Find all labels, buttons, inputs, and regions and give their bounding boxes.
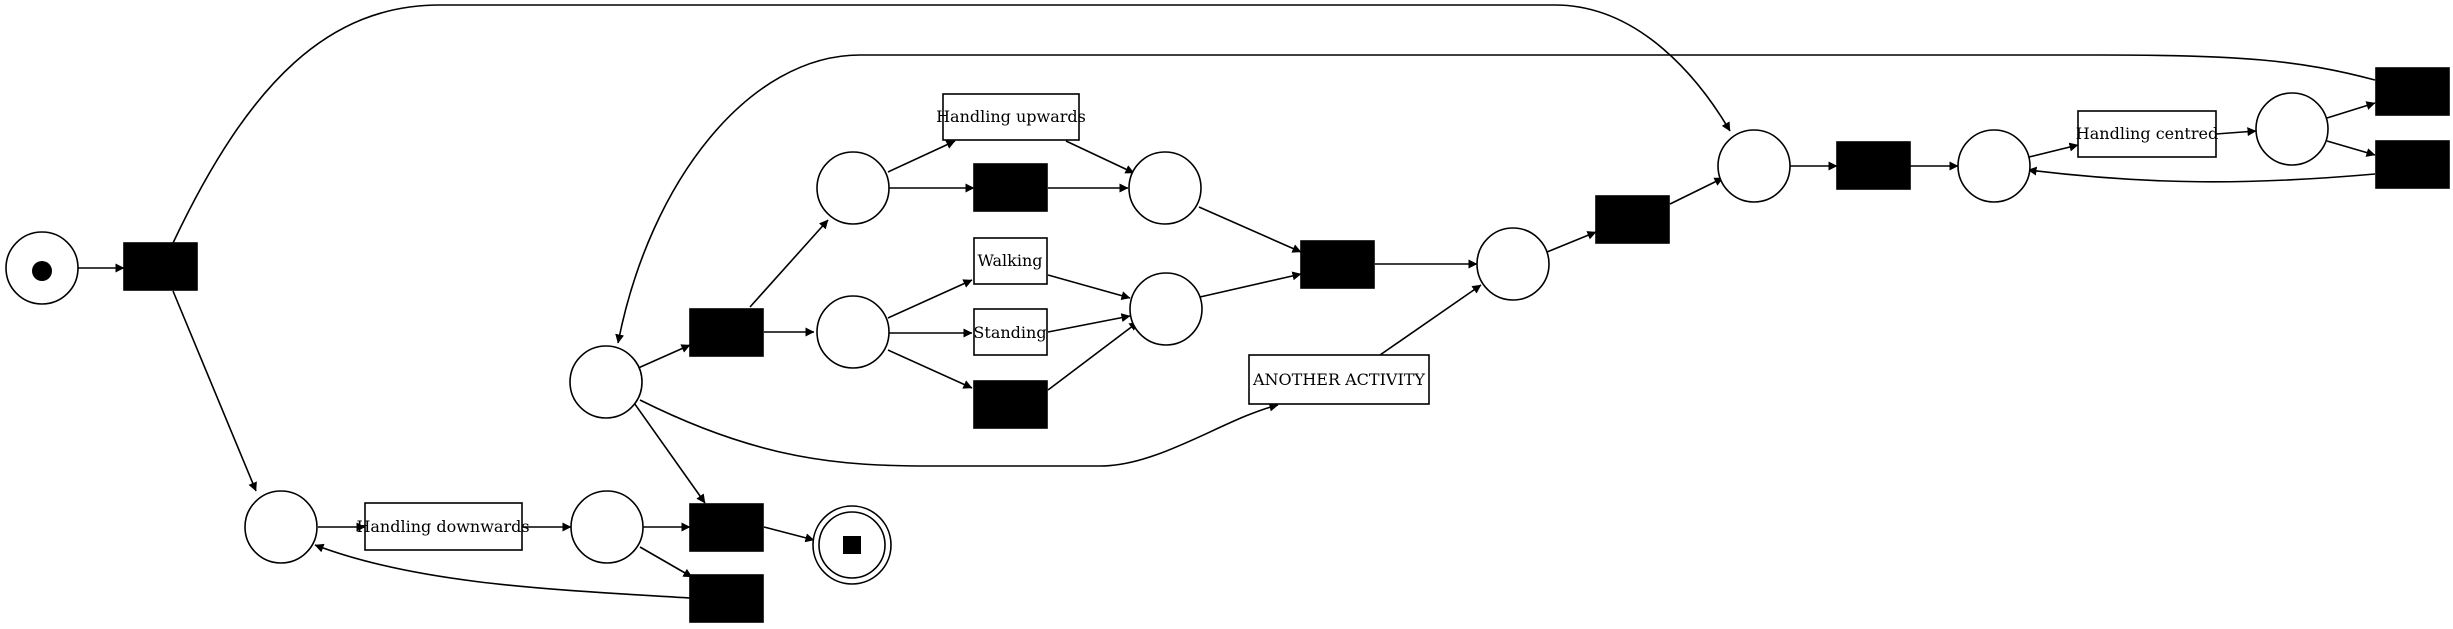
arc-p-b-to-walking <box>887 279 973 319</box>
silent-transitions <box>123 67 2450 623</box>
place-branch-b <box>816 295 890 369</box>
silent-transition-branch-a <box>973 163 1048 212</box>
transition-another-activity <box>1248 354 1430 405</box>
transition-handling-downwards <box>364 502 523 551</box>
place-after-downwards <box>570 490 644 564</box>
sink-square-icon <box>843 536 861 554</box>
arc-t-loop-to-p-down <box>314 543 691 599</box>
transition-label: Walking <box>977 251 1042 270</box>
place-centred-loop <box>1957 129 2031 203</box>
silent-transition-g <box>1595 195 1670 244</box>
transition-label: ANOTHER ACTIVITY <box>1252 370 1425 389</box>
silent-transition-end-top <box>2375 67 2450 116</box>
place-join-a <box>1128 151 1202 225</box>
arc-silent-b-to-p-d <box>1047 321 1139 391</box>
silent-transition-join <box>1300 240 1375 289</box>
arc-p-loop-to-handling-centred <box>2028 142 2079 158</box>
transition-label: Handling downwards <box>356 517 529 536</box>
transition-label: Handling upwards <box>936 107 1086 126</box>
silent-transition-end-bottom <box>2375 140 2450 189</box>
transition-handling-upwards <box>942 93 1080 141</box>
arc-walking-to-p-d <box>1047 274 1131 301</box>
silent-transition-h <box>1836 141 1911 190</box>
place-after-centred <box>2255 92 2329 166</box>
place-join-b <box>1129 272 1203 346</box>
silent-transition-start <box>123 242 198 291</box>
arc-p-e-to-t-g <box>1546 231 1597 253</box>
place-after-join <box>1476 227 1550 301</box>
arc-t-split-to-p-a <box>749 219 829 308</box>
arc-handling-centred-to-p-right <box>2215 127 2257 137</box>
arc-p-right-to-t-end-bottom <box>2326 140 2376 157</box>
transition-standing <box>973 308 1048 356</box>
arc-p-inner-to-t-split <box>635 344 691 370</box>
transition-label: Handling centred <box>2076 124 2218 143</box>
transition-handling-centred <box>2077 110 2217 158</box>
arc-t-end-top-to-p-inner <box>615 54 2376 344</box>
silent-transition-split <box>689 308 764 357</box>
transition-label: Standing <box>973 323 1046 342</box>
arc-p-c-to-t-join <box>1198 206 1302 253</box>
place-branch-a <box>816 151 890 225</box>
arc-another-activity-to-p-e <box>1379 284 1482 356</box>
places <box>5 92 2329 585</box>
place-main-loop <box>1717 129 1791 203</box>
token-icon <box>32 261 52 281</box>
silent-transition-branch-b <box>973 380 1048 429</box>
arc-p-b-to-silent-b <box>887 349 973 389</box>
arc-handling-upwards-to-p-c <box>1065 140 1135 174</box>
arcs <box>78 4 2376 599</box>
arc-standing-to-p-d <box>1047 313 1131 333</box>
transition-walking <box>973 237 1048 285</box>
place-downwards-loop <box>244 490 318 564</box>
arc-p-right-to-t-end-top <box>2326 101 2376 119</box>
labelled-transitions: Handling upwards Walking Standing ANOTHE… <box>356 93 2218 551</box>
silent-transition-final <box>689 503 764 552</box>
arc-t1-to-p12 <box>172 4 1731 244</box>
arc-t-g-to-p12 <box>1669 177 1724 205</box>
arc-p-a-to-handling-upwards <box>887 140 956 173</box>
arc-t-final-to-sink <box>763 526 815 543</box>
arc-t1-to-p-down <box>172 290 257 492</box>
arc-t-end-bottom-to-p-loop <box>2027 166 2376 183</box>
arc-p-inner-to-t-final <box>631 399 706 504</box>
arc-p-d-to-t-join <box>1199 271 1302 298</box>
place-inner-loop <box>569 345 643 419</box>
silent-transition-downwards-loop <box>689 574 764 623</box>
arc-p-inner-to-another-activity <box>639 399 1279 467</box>
arc-p-after-to-t-loop <box>639 546 693 578</box>
